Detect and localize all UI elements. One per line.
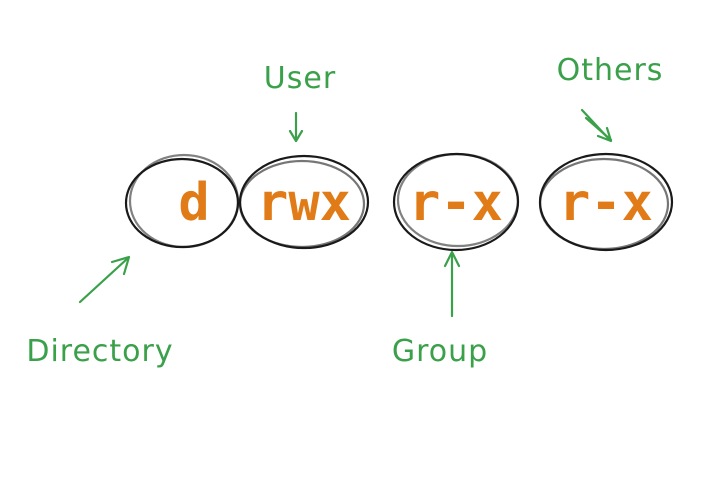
user-circle-stroke-2 xyxy=(238,159,366,249)
user-label: User xyxy=(264,61,336,96)
segment-group: r-x xyxy=(392,152,520,252)
others-circle-stroke-2 xyxy=(538,157,670,251)
annotation-user: User xyxy=(264,61,336,143)
arrow-icon xyxy=(78,255,131,304)
group-permission-text: r-x xyxy=(409,173,503,233)
directory-permission-text: d xyxy=(178,173,209,233)
group-circle-stroke-2 xyxy=(396,152,520,248)
annotation-others: Others xyxy=(557,53,664,143)
arrow-icon xyxy=(288,111,304,143)
directory-circle-stroke-2 xyxy=(128,153,240,249)
segment-directory: d xyxy=(124,153,240,249)
directory-label: Directory xyxy=(26,334,173,369)
annotation-group: Group xyxy=(392,250,488,369)
arrow-icon xyxy=(580,108,613,143)
annotation-directory: Directory xyxy=(26,255,173,369)
others-permission-text: r-x xyxy=(559,173,653,233)
others-label: Others xyxy=(557,53,664,88)
segment-others: r-x xyxy=(538,152,674,252)
arrow-icon xyxy=(443,250,461,318)
user-permission-text: rwx xyxy=(257,173,351,233)
group-label: Group xyxy=(392,334,488,369)
segment-user: rwx xyxy=(238,154,370,250)
